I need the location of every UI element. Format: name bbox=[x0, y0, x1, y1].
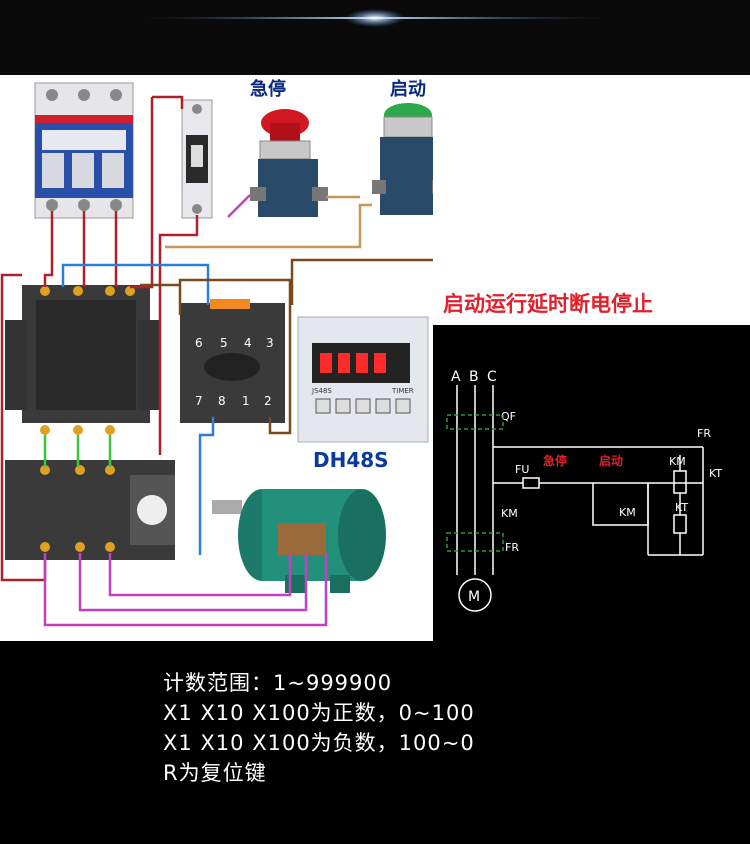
svg-text:1: 1 bbox=[242, 394, 250, 408]
svg-text:FR: FR bbox=[697, 427, 711, 440]
svg-text:FU: FU bbox=[515, 463, 529, 476]
svg-text:B: B bbox=[469, 369, 479, 385]
svg-text:KM: KM bbox=[501, 507, 518, 520]
start-button: 启动 bbox=[372, 78, 433, 215]
svg-text:启动: 启动 bbox=[390, 78, 426, 100]
schematic-diagram: 启动运行延时断电停止 A B C QF FR FU KM KT KM KT KM… bbox=[433, 75, 750, 641]
light-glow bbox=[140, 9, 610, 27]
svg-text:KM: KM bbox=[669, 455, 686, 468]
svg-text:KT: KT bbox=[709, 467, 722, 480]
thermal-overload-relay bbox=[5, 460, 175, 560]
circuit-breaker-3p bbox=[34, 82, 134, 219]
svg-text:4: 4 bbox=[244, 336, 252, 350]
schematic-title: 启动运行延时断电停止 bbox=[443, 292, 653, 316]
svg-text:KT: KT bbox=[675, 501, 688, 514]
relay-socket: 6 5 4 3 7 8 1 2 bbox=[180, 299, 285, 423]
emergency-stop-button: 急停 bbox=[250, 78, 328, 217]
svg-text:TIMER: TIMER bbox=[391, 387, 414, 395]
svg-text:DH48S: DH48S bbox=[313, 448, 389, 472]
svg-text:FR: FR bbox=[505, 541, 519, 554]
ac-contactor bbox=[5, 285, 160, 435]
motor bbox=[212, 489, 386, 593]
svg-text:C: C bbox=[487, 369, 497, 385]
svg-text:7: 7 bbox=[195, 394, 203, 408]
caption-line-3: X1 X10 X100为负数，100~0 bbox=[163, 731, 475, 755]
svg-text:M: M bbox=[468, 589, 480, 605]
wiring-photo: 急停 启动 bbox=[0, 75, 433, 641]
schematic-lines bbox=[456, 385, 704, 575]
svg-text:6: 6 bbox=[195, 336, 203, 350]
timer-dh48s: JS48S TIMER DH48S bbox=[297, 316, 429, 472]
svg-text:3: 3 bbox=[266, 336, 274, 350]
svg-text:2: 2 bbox=[264, 394, 272, 408]
caption-line-2: X1 X10 X100为正数，0~100 bbox=[163, 701, 475, 725]
svg-text:5: 5 bbox=[220, 336, 228, 350]
svg-text:启动: 启动 bbox=[599, 453, 623, 468]
svg-text:A: A bbox=[451, 369, 461, 385]
circuit-breaker-1p bbox=[181, 99, 213, 219]
svg-text:QF: QF bbox=[501, 410, 516, 423]
svg-text:急停: 急停 bbox=[250, 78, 286, 100]
motor-symbol bbox=[458, 578, 492, 612]
schematic-panel: 启动运行延时断电停止 A B C QF FR FU KM KT KM KT KM… bbox=[433, 75, 750, 641]
svg-text:急停: 急停 bbox=[543, 453, 567, 468]
caption-line-1: 计数范围：1~999900 bbox=[163, 671, 393, 695]
top-banner bbox=[0, 0, 750, 75]
caption-line-4: R为复位键 bbox=[163, 761, 267, 785]
svg-text:8: 8 bbox=[218, 394, 226, 408]
svg-text:JS48S: JS48S bbox=[311, 387, 332, 395]
wires bbox=[0, 95, 433, 627]
svg-text:KM: KM bbox=[619, 506, 636, 519]
wiring-illustration: 急停 启动 bbox=[0, 78, 433, 627]
caption-text: 计数范围：1~999900 X1 X10 X100为正数，0~100 X1 X1… bbox=[163, 668, 475, 788]
